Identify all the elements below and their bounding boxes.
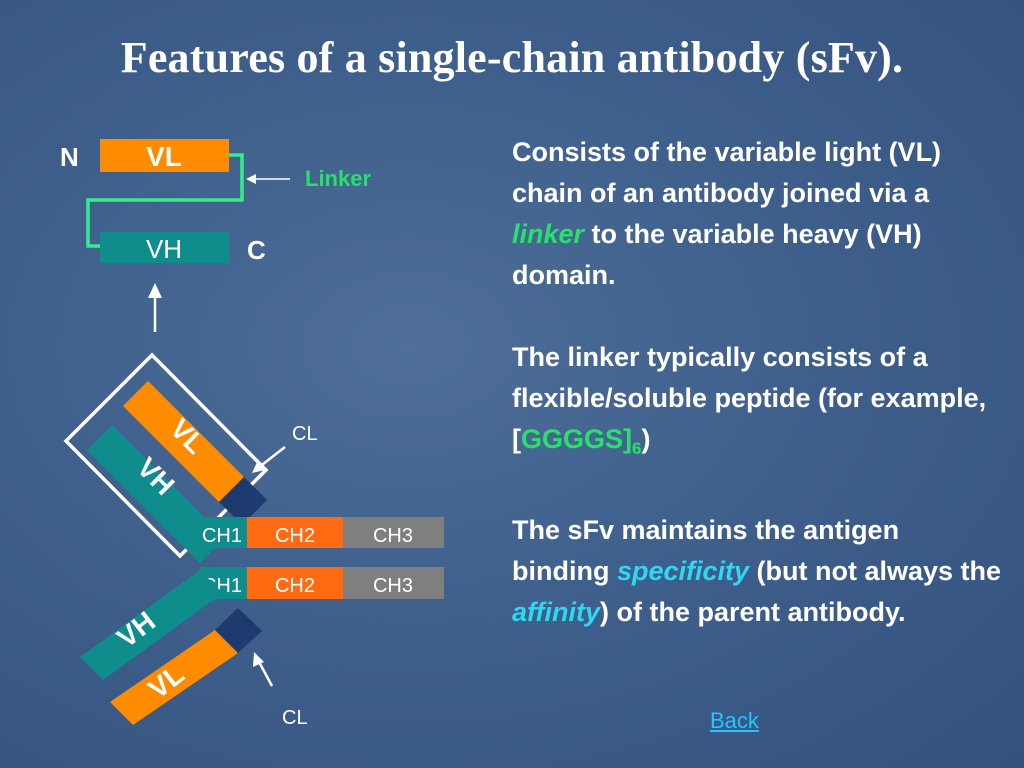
sfv-vl-label: VL <box>146 141 182 172</box>
back-link[interactable]: Back <box>710 708 759 733</box>
upper-cl-block <box>219 477 267 525</box>
p3-text-c: ) of the parent antibody. <box>600 597 906 627</box>
c-terminus-label: C <box>247 235 266 265</box>
linker-arrow-head <box>246 174 256 184</box>
linker-emphasis: linker <box>512 219 585 249</box>
lower-ch2-label: CH2 <box>275 575 315 597</box>
description-panel: Consists of the variable light (VL) chai… <box>512 132 1002 674</box>
upper-vh-block <box>87 425 225 563</box>
slide-title: Features of a single-chain antibody (sFv… <box>120 33 904 82</box>
linker-subscript: 6 <box>632 439 642 458</box>
cl-top-arrow-line <box>257 446 286 469</box>
lower-vl-block <box>110 630 238 725</box>
cl-bottom-label: CL <box>282 707 308 729</box>
p3-text-a: The sFv maintains the antigen binding <box>512 515 900 586</box>
sfv-vh-block <box>100 232 229 263</box>
upper-ch2-block <box>247 517 343 548</box>
lower-ch2-block <box>247 567 343 599</box>
p2-text-a: The linker typically consists of a flexi… <box>512 342 987 454</box>
cl-top-arrow-head <box>252 460 265 473</box>
paragraph-specificity: The sFv maintains the antigen binding sp… <box>512 510 1002 633</box>
lower-ch3-label: CH3 <box>373 575 413 597</box>
linker-label: Linker <box>305 166 371 191</box>
upper-ch3-label: CH3 <box>373 525 413 547</box>
lower-ch3-block <box>343 567 444 599</box>
p1-text-a: Consists of the variable light (VL) chai… <box>512 137 942 208</box>
lower-vh-block <box>80 570 223 680</box>
linker-sequence: GGGGS] <box>521 424 633 454</box>
upper-ch3-block <box>343 517 444 548</box>
sfv-vl-block <box>100 139 229 172</box>
sfv-vh-label: VH <box>146 234 182 264</box>
specificity-emphasis: specificity <box>616 556 750 586</box>
paragraph-composition: Consists of the variable light (VL) chai… <box>512 132 1002 296</box>
upper-ch1-block <box>200 517 247 548</box>
p2-text-b: ) <box>641 424 651 454</box>
lower-cl-block <box>215 608 262 653</box>
cl-bottom-arrow-head <box>253 652 264 667</box>
highlight-box <box>63 352 269 559</box>
paragraph-linker: The linker typically consists of a flexi… <box>512 337 1002 469</box>
up-arrow-head <box>148 283 162 298</box>
p3-text-b: (but not always the <box>749 556 1002 586</box>
linker-line-top <box>86 153 244 248</box>
upper-ch2-label: CH2 <box>275 525 315 547</box>
cl-top-label: CL <box>292 423 318 445</box>
p1-text-b: to the variable heavy (VH) domain. <box>512 219 922 290</box>
cl-bottom-arrow-line <box>256 659 274 687</box>
n-terminus-label: N <box>60 142 79 172</box>
upper-ch1-label: CH1 <box>202 525 242 547</box>
upper-vl-block <box>123 381 244 502</box>
affinity-emphasis: affinity <box>512 597 601 627</box>
